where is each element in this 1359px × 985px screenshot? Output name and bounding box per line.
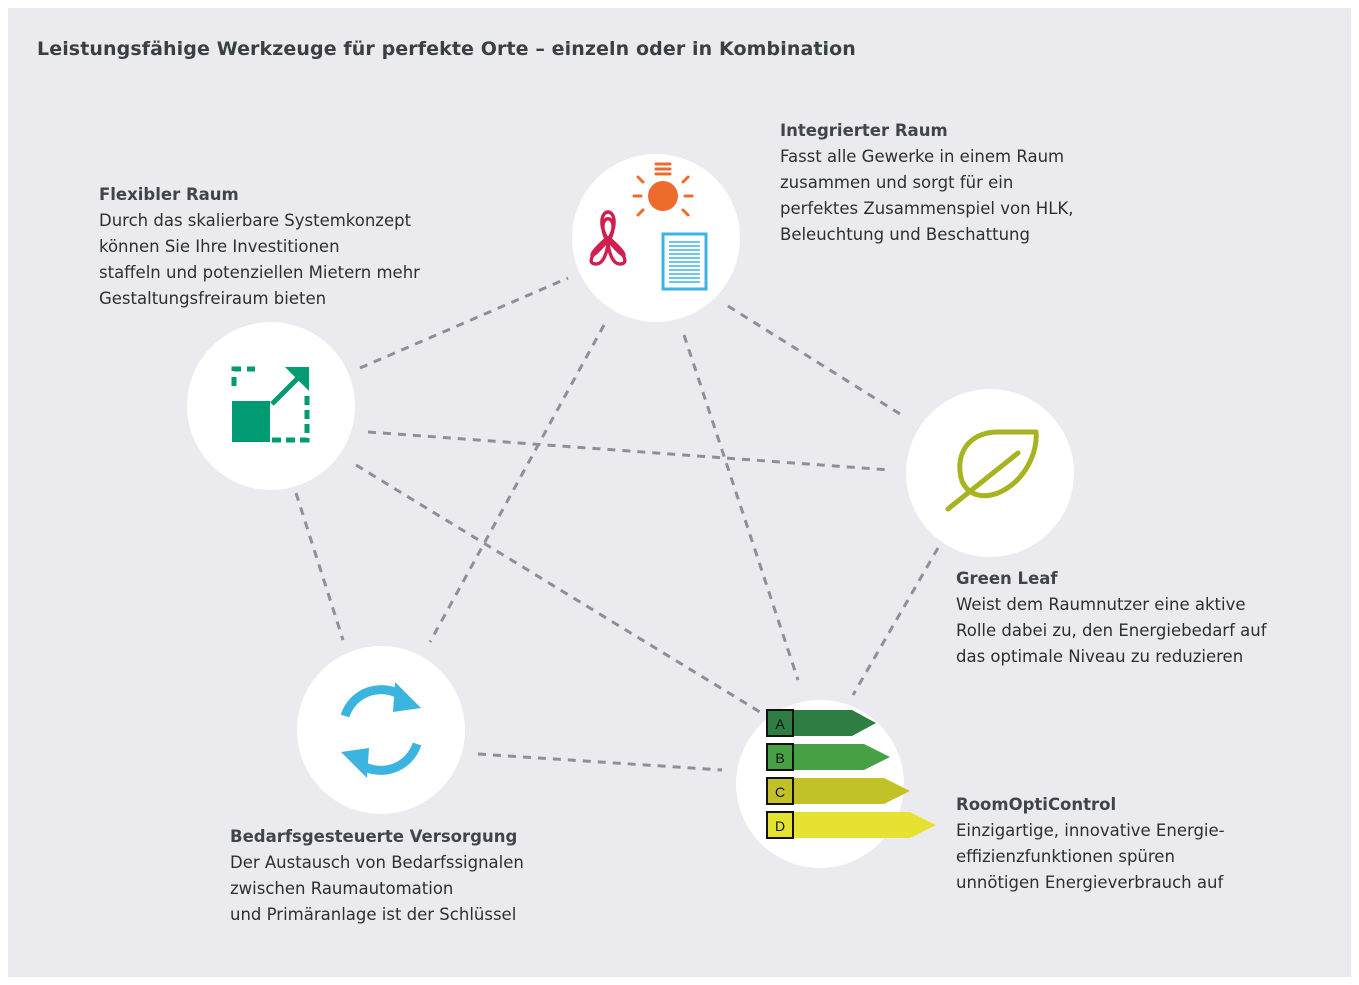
node-flexibler-raum-circle (187, 322, 355, 490)
connector-greenleaf-roomopticontrol (851, 547, 940, 696)
node-integrierter-raum-circle (572, 154, 740, 322)
energy-arrow-d (792, 812, 936, 838)
node-description: Einzigartige, innovative Energie- effizi… (956, 821, 1225, 892)
connector-flexibler-roomopticontrol (355, 463, 761, 714)
node-description: Der Austausch von Bedarfssignalen zwisch… (230, 853, 524, 924)
connector-integrierter-greenleaf (727, 304, 901, 416)
node-roomopticontrol-text: RoomOptiControl Einzigartige, innovative… (956, 792, 1346, 896)
node-heading: RoomOptiControl (956, 795, 1117, 814)
node-green-leaf-text: Green Leaf Weist dem Raumnutzer eine akt… (956, 566, 1346, 670)
node-bedarfsgesteuerte-versorgung-circle (297, 646, 465, 814)
energy-arrow-b (792, 744, 890, 770)
connector-flexibler-integrierter (359, 276, 569, 370)
node-description: Durch das skalierbare Systemkonzept könn… (99, 211, 420, 308)
node-flexibler-raum-text: Flexibler Raum Durch das skalierbare Sys… (99, 182, 519, 312)
node-bedarfsgesteuerte-versorgung-text: Bedarfsgesteuerte Versorgung Der Austaus… (230, 824, 650, 928)
connector-flexibler-versorgung (294, 492, 345, 641)
node-heading: Flexibler Raum (99, 185, 239, 204)
node-green-leaf-circle (906, 389, 1074, 557)
diagram-title: Leistungsfähige Werkzeuge für perfekte O… (37, 38, 856, 60)
node-integrierter-raum-text: Integrierter Raum Fasst alle Gewerke in … (780, 118, 1200, 248)
energy-letter-d: D (775, 818, 785, 834)
leaf-icon (945, 429, 1039, 512)
connector-versorgung-roomopticontrol (477, 752, 723, 772)
sync-arrows-icon (340, 682, 422, 778)
energy-box-b (766, 743, 794, 771)
node-heading: Green Leaf (956, 569, 1058, 588)
node-description: Weist dem Raumnutzer eine aktive Rolle d… (956, 595, 1267, 666)
energy-box-d (766, 811, 794, 839)
energy-letter-a: A (775, 716, 785, 732)
energy-box-c (766, 777, 794, 805)
hvac-light-shade-icon (589, 162, 708, 291)
energy-arrow-a (792, 710, 876, 736)
node-heading: Bedarfsgesteuerte Versorgung (230, 827, 518, 846)
node-description: Fasst alle Gewerke in einem Raum zusamme… (780, 147, 1074, 244)
energy-letter-c: C (775, 784, 785, 800)
node-heading: Integrierter Raum (780, 121, 948, 140)
connector-flexibler-greenleaf (367, 430, 891, 472)
energy-letter-b: B (775, 750, 784, 766)
expand-icon (231, 366, 310, 443)
connector-integrierter-roomopticontrol (682, 334, 800, 681)
energy-arrow-c (792, 778, 910, 804)
connector-integrierter-versorgung (428, 324, 606, 643)
energy-box-a (766, 709, 794, 737)
